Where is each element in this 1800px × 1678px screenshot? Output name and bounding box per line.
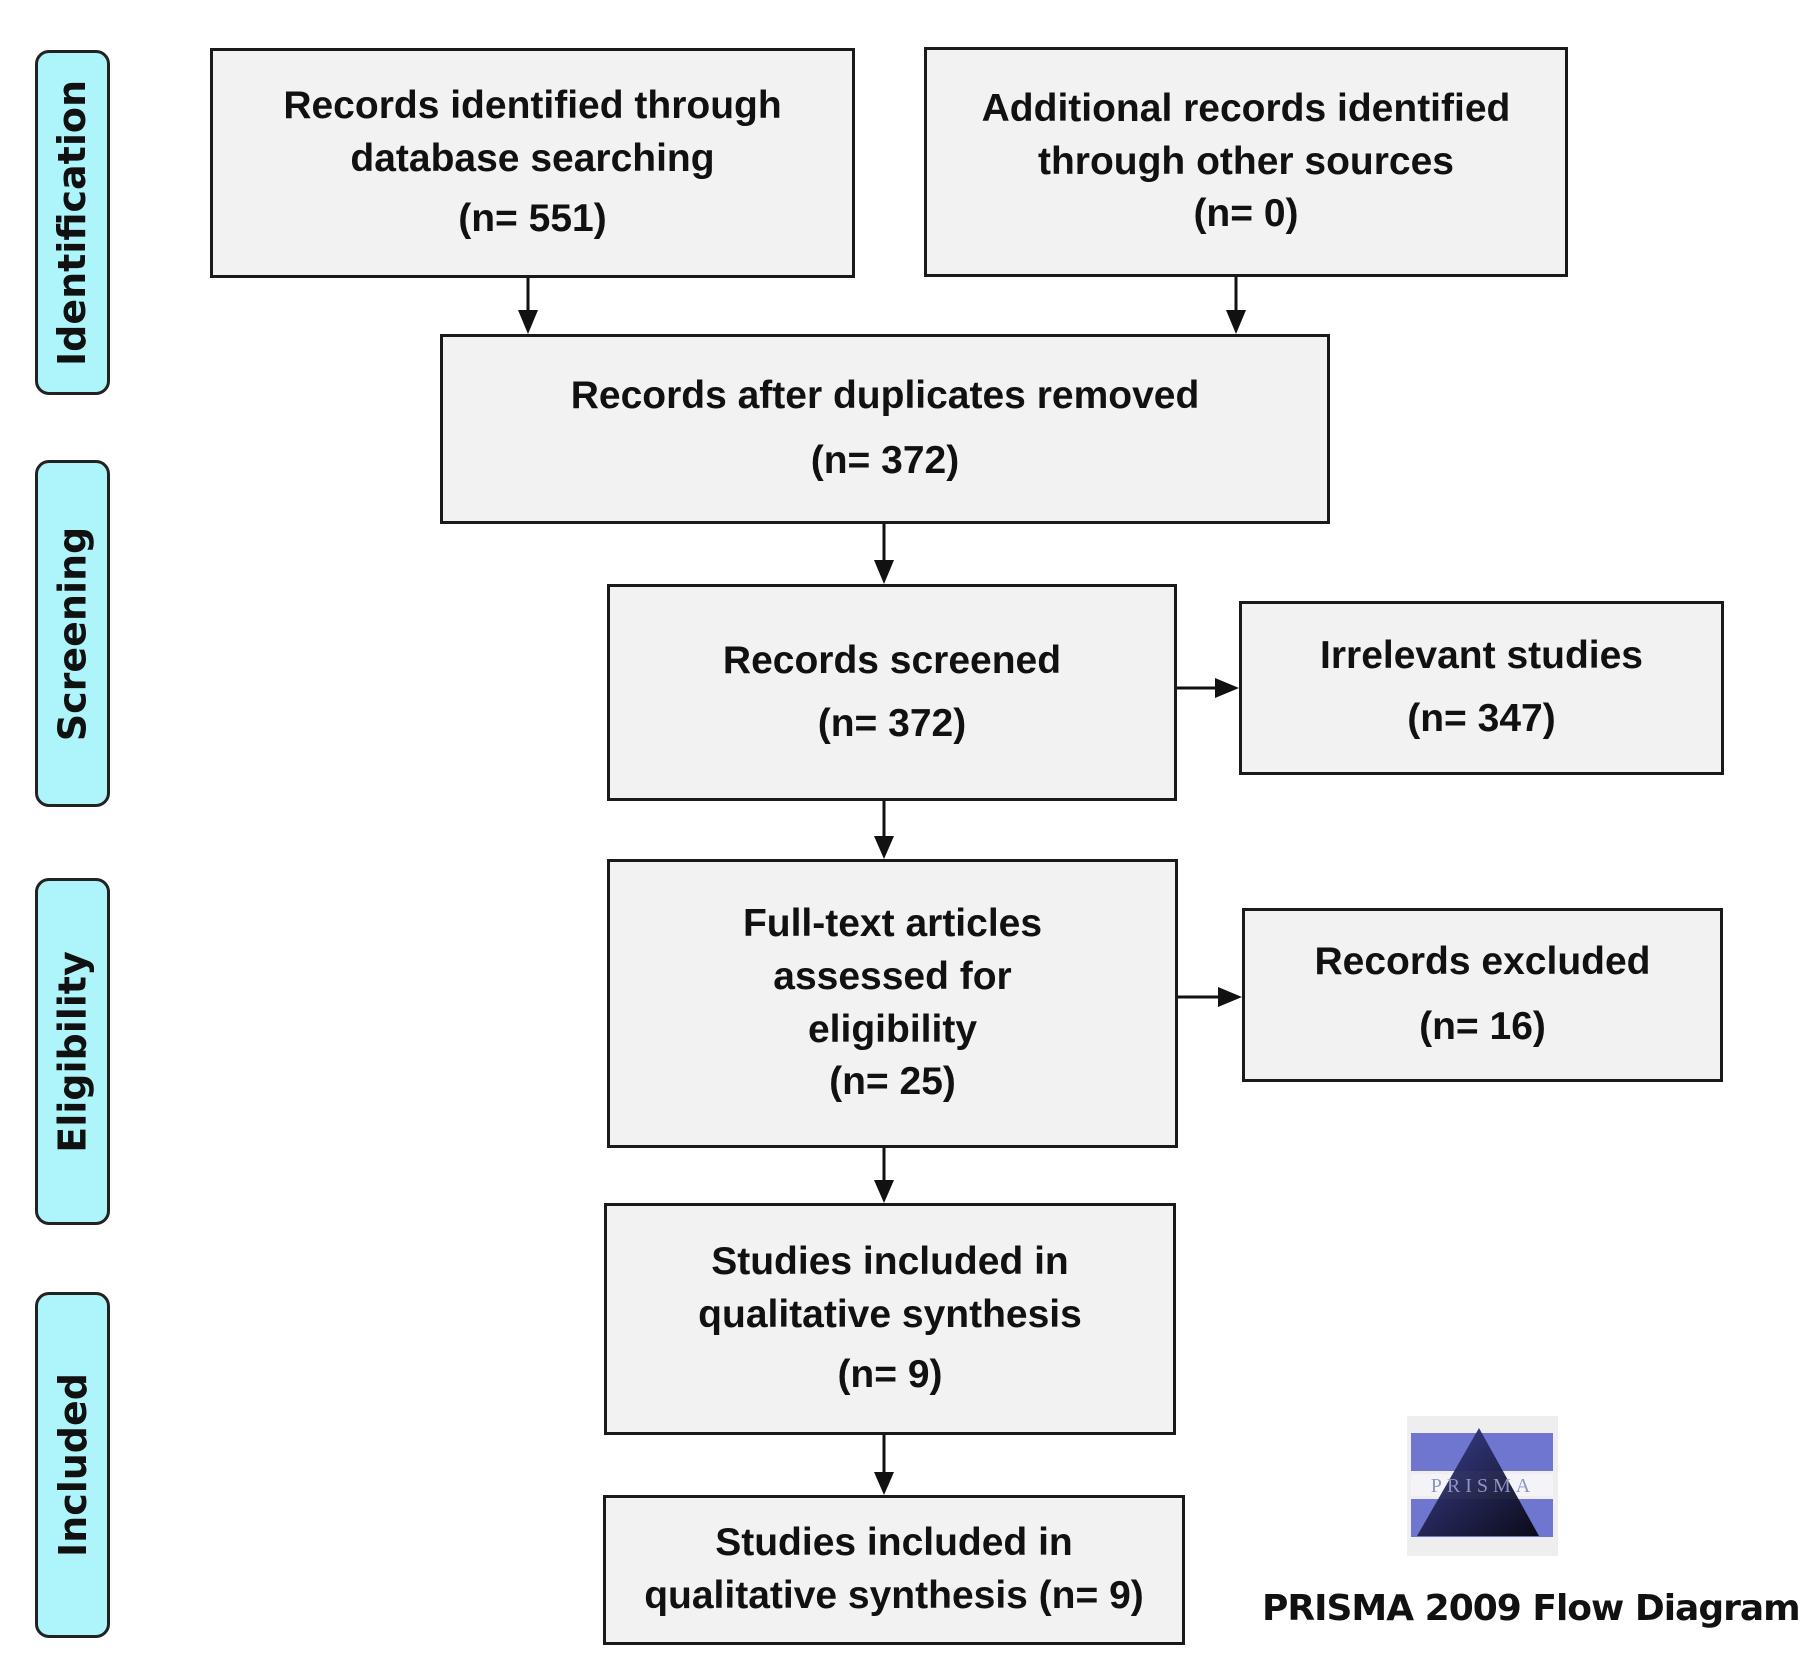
- box-count: (n= 372): [817, 701, 967, 745]
- box-line: Irrelevant studies: [1320, 634, 1643, 678]
- box-line: Full-text articles: [742, 902, 1043, 946]
- arrowhead-icon: [518, 310, 538, 334]
- box-line: Additional records identified: [981, 87, 1511, 131]
- box-count: (n= 16): [1419, 1005, 1546, 1048]
- box-line: Studies included in: [715, 1521, 1073, 1565]
- footer-title: PRISMA 2009 Flow Diagram: [1262, 1588, 1800, 1629]
- box-line: qualitative synthesis: [698, 1292, 1082, 1336]
- arrowhead-icon: [874, 836, 894, 859]
- box-records-screened: Records screened (n= 372): [607, 584, 1177, 801]
- stage-eligibility: Eligibility: [35, 878, 110, 1225]
- box-qualitative-final: Studies included in qualitative synthesi…: [603, 1495, 1185, 1645]
- arrowhead-icon: [1215, 678, 1239, 698]
- box-line: Records identified through: [283, 84, 782, 128]
- box-records-excluded: Records excluded (n= 16): [1242, 908, 1723, 1082]
- stage-included: Included: [35, 1292, 110, 1638]
- box-count: (n= 551): [458, 197, 607, 241]
- box-database-search: Records identified through database sear…: [210, 48, 855, 278]
- stage-screening: Screening: [35, 460, 110, 807]
- arrowhead-icon: [874, 1180, 894, 1203]
- box-count: (n= 372): [810, 439, 960, 482]
- box-qualitative-synthesis: Studies included in qualitative synthesi…: [604, 1203, 1176, 1435]
- arrowhead-icon: [874, 560, 894, 584]
- box-line: Records excluded: [1314, 940, 1651, 984]
- box-after-duplicates: Records after duplicates removed (n= 372…: [440, 334, 1330, 524]
- box-count: (n= 0): [1193, 192, 1299, 236]
- box-line: Studies included in: [711, 1240, 1069, 1284]
- box-full-text: Full-text articles assessed for eligibil…: [607, 859, 1178, 1148]
- stage-identification: Identification: [35, 50, 110, 395]
- box-line: Records after duplicates removed: [570, 374, 1200, 418]
- box-irrelevant-studies: Irrelevant studies (n= 347): [1239, 601, 1724, 775]
- box-line: Records screened: [722, 638, 1062, 682]
- prisma-logo-icon: PRISMA: [1407, 1416, 1558, 1556]
- arrowhead-icon: [1218, 987, 1242, 1007]
- box-line: eligibility: [807, 1007, 978, 1051]
- box-count: (n= 25): [829, 1060, 956, 1104]
- logo-text: PRISMA: [1431, 1475, 1535, 1497]
- box-line: database searching: [350, 136, 715, 180]
- box-other-sources: Additional records identified through ot…: [924, 47, 1568, 277]
- arrowhead-icon: [1226, 310, 1246, 334]
- box-line: qualitative synthesis (n= 9): [644, 1574, 1144, 1617]
- box-line: assessed for: [773, 954, 1012, 998]
- box-count: (n= 347): [1407, 697, 1556, 740]
- box-count: (n= 9): [837, 1353, 943, 1397]
- box-line: through other sources: [1037, 139, 1455, 183]
- arrowhead-icon: [874, 1472, 894, 1495]
